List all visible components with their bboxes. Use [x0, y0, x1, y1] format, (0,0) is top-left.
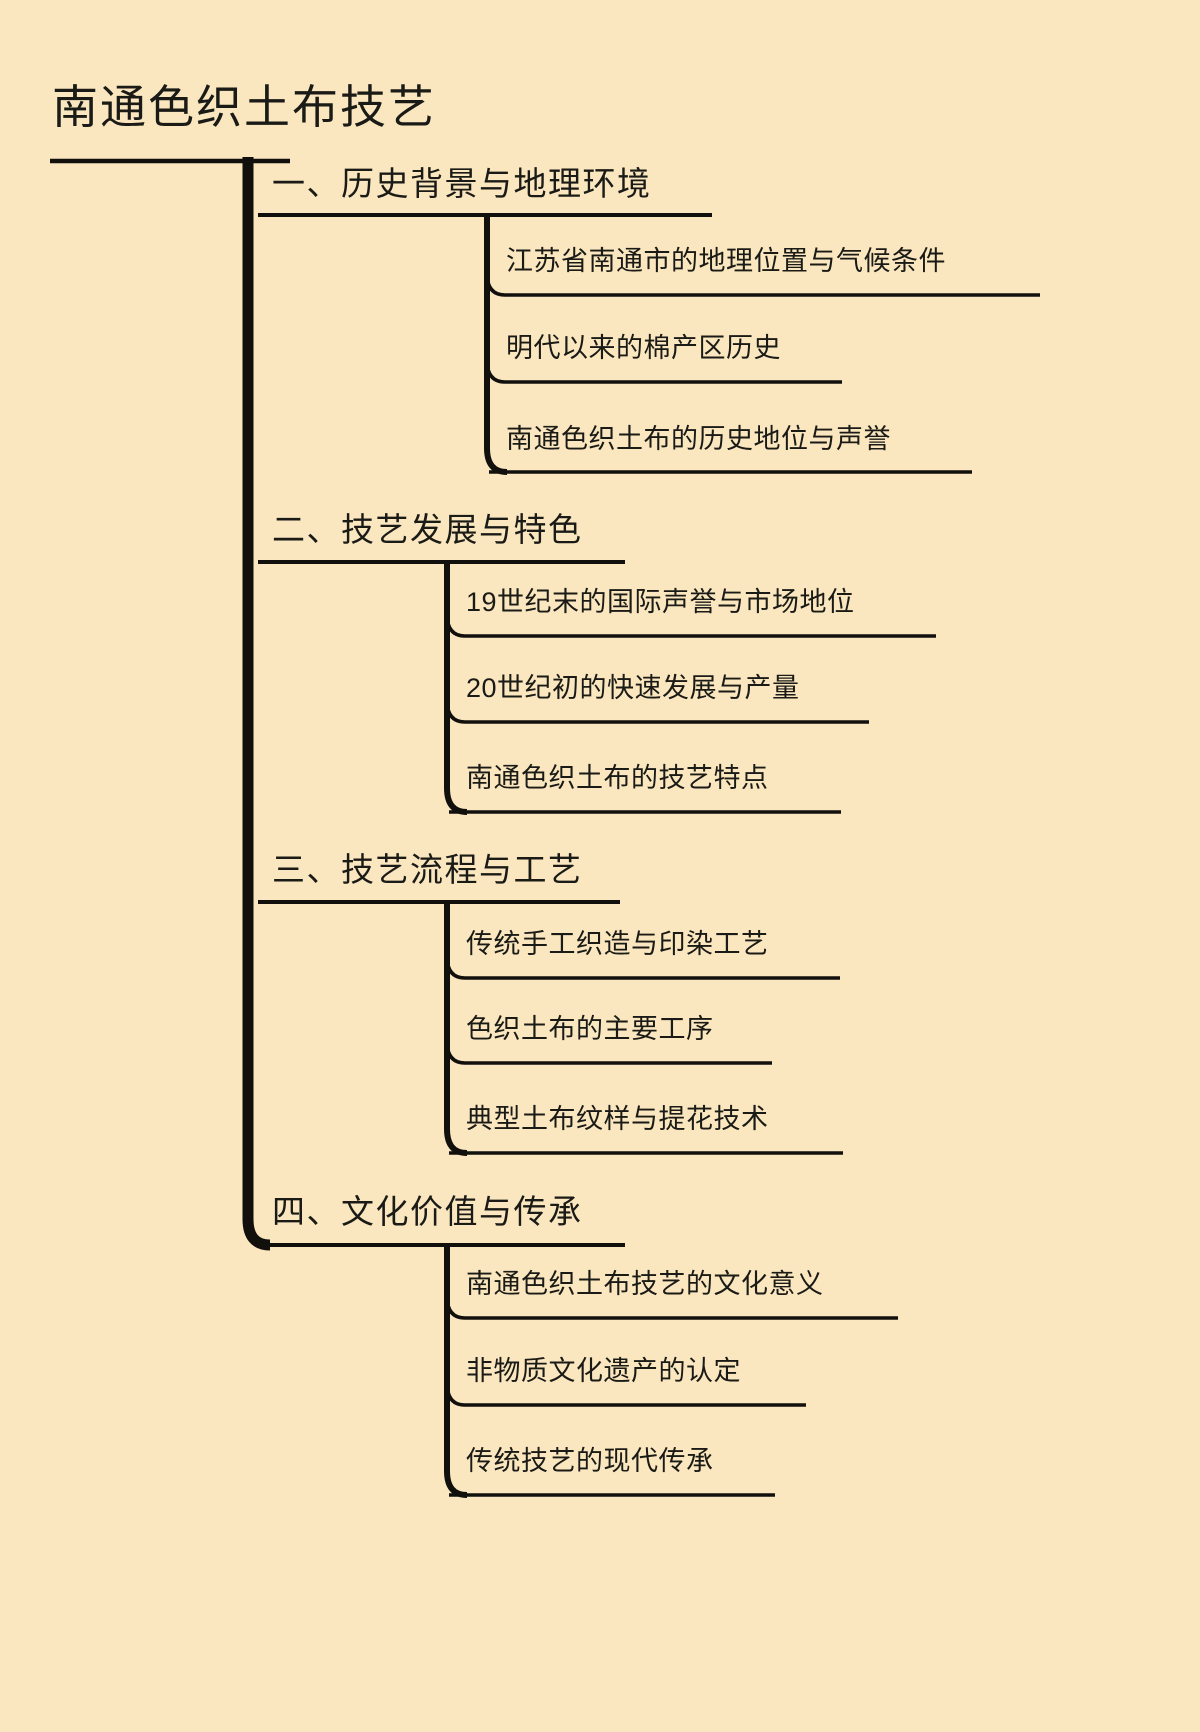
leaf-label-1-2[interactable]: 明代以来的棉产区历史	[506, 333, 781, 363]
leaf-label-4-2[interactable]: 非物质文化遗产的认定	[466, 1356, 741, 1386]
leaf-label-3-3[interactable]: 典型土布纹样与提花技术	[466, 1104, 769, 1134]
leaf-label-2-2[interactable]: 20世纪初的快速发展与产量	[466, 673, 800, 703]
leaf-label-4-1[interactable]: 南通色织土布技艺的文化意义	[466, 1269, 824, 1299]
root-trunk	[242, 157, 271, 1251]
leaf-underline-2-2	[445, 699, 869, 724]
leaf-label-1-3[interactable]: 南通色织土布的历史地位与声誉	[506, 424, 891, 454]
leaf-underline-3-2	[445, 1040, 772, 1065]
root-node-label[interactable]: 南通色织土布技艺	[52, 81, 436, 133]
leaf-underline-1-2	[485, 359, 842, 384]
branch-label-2[interactable]: 二、技艺发展与特色	[272, 511, 583, 548]
branch-stem-1	[484, 215, 508, 475]
leaf-label-3-2[interactable]: 色织土布的主要工序	[466, 1014, 714, 1044]
leaf-label-4-3[interactable]: 传统技艺的现代传承	[466, 1446, 714, 1476]
leaf-label-2-1[interactable]: 19世纪末的国际声誉与市场地位	[466, 587, 855, 617]
branch-label-1[interactable]: 一、历史背景与地理环境	[272, 165, 652, 202]
leaf-underline-2-1	[445, 613, 936, 638]
leaf-label-3-1[interactable]: 传统手工织造与印染工艺	[466, 929, 769, 959]
leaf-underline-4-2	[445, 1382, 806, 1407]
leaf-label-1-1[interactable]: 江苏省南通市的地理位置与气候条件	[506, 246, 946, 276]
branch-stem-3	[444, 902, 468, 1156]
branch-label-4[interactable]: 四、文化价值与传承	[272, 1193, 583, 1230]
branch-stem-4	[444, 1245, 468, 1498]
leaf-underline-1-1	[485, 272, 1040, 297]
branch-stem-2	[444, 562, 468, 815]
branch-label-3[interactable]: 三、技艺流程与工艺	[272, 851, 583, 888]
leaf-underline-3-1	[445, 955, 840, 980]
leaf-label-2-3[interactable]: 南通色织土布的技艺特点	[466, 763, 769, 793]
leaf-underline-4-1	[445, 1295, 898, 1320]
